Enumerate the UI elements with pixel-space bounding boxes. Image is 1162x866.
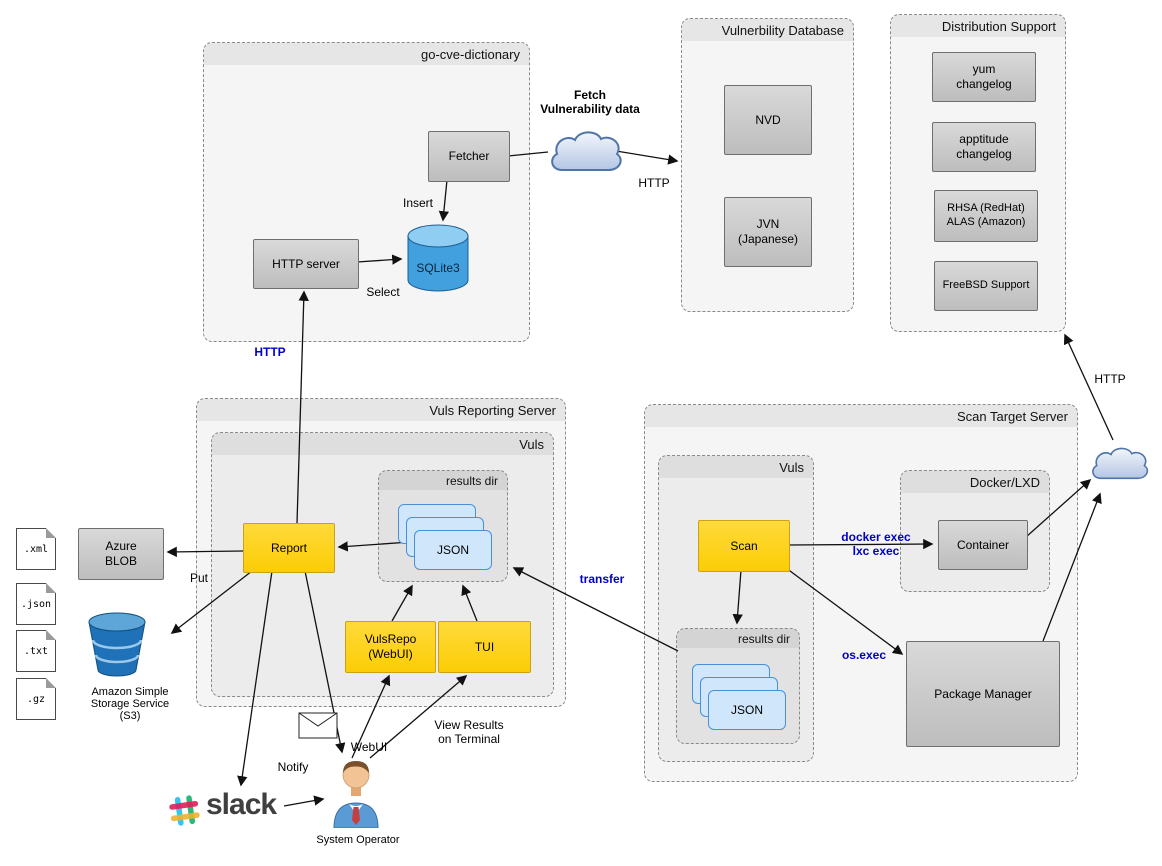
system-operator-caption: System Operator — [316, 834, 400, 846]
label-fetch-vulnerability-data: Fetch Vulnerability data — [540, 88, 640, 117]
vulnerability-database-header: Vulnerbility Database — [682, 19, 853, 41]
vulnerability-database-title: Vulnerbility Database — [721, 22, 844, 38]
json-card-front: JSON — [414, 530, 492, 570]
azure-blob-node: Azure BLOB — [78, 528, 164, 580]
apptitude-changelog-node: apptitude changelog — [932, 122, 1036, 172]
file-icon-gz: .gz — [16, 678, 56, 720]
vuls-report-inner-title: Vuls — [519, 436, 544, 452]
jvn-node: JVN (Japanese) — [724, 197, 812, 267]
yum-changelog-node: yum changelog — [932, 52, 1036, 102]
vulnerability-database-container: Vulnerbility Database — [681, 18, 854, 312]
s3-caption: Amazon Simple Storage Service (S3) — [90, 686, 170, 722]
vuls-report-inner-header: Vuls — [212, 433, 553, 455]
sqlite3-database-icon: SQLite3 — [407, 224, 469, 292]
docker-lxd-header: Docker/LXD — [901, 471, 1049, 493]
label-insert: Insert — [402, 196, 433, 210]
results-dir-scan-header: results dir — [677, 629, 799, 648]
results-dir-scan-title: results dir — [737, 631, 790, 646]
vuls-scan-inner-header: Vuls — [659, 456, 813, 478]
vuls-scan-inner-title: Vuls — [779, 459, 804, 475]
tui-node: TUI — [438, 621, 531, 673]
internet-cloud-icon — [551, 131, 622, 171]
label-notify: Notify — [277, 760, 309, 774]
results-dir-report-title: results dir — [445, 473, 498, 488]
distribution-support-header: Distribution Support — [891, 15, 1065, 37]
file-icon-txt: .txt — [16, 630, 56, 672]
container-node: Container — [938, 520, 1028, 570]
scan-target-server-title: Scan Target Server — [956, 408, 1068, 424]
label-select: Select — [366, 285, 400, 299]
results-dir-report-header: results dir — [379, 471, 507, 490]
label-os-exec: os.exec — [841, 648, 887, 662]
go-cve-dictionary-title: go-cve-dictionary — [421, 46, 520, 62]
label-docker-exec: docker exec lxc exec — [841, 530, 911, 559]
distribution-support-title: Distribution Support — [941, 18, 1056, 34]
rhsa-alas-node: RHSA (RedHat) ALAS (Amazon) — [934, 190, 1038, 242]
s3-bucket-icon — [88, 612, 146, 677]
slack-hash-icon — [169, 795, 200, 826]
json-card-front: JSON — [708, 690, 786, 730]
label-view-results: View Results on Terminal — [434, 718, 504, 747]
arrow-cloud-to-vulndb — [615, 150, 679, 165]
package-manager-node: Package Manager — [906, 641, 1060, 747]
fetcher-node: Fetcher — [428, 131, 510, 182]
json-stack-scan: JSON — [692, 664, 792, 732]
internet-cloud-icon — [1092, 447, 1149, 480]
file-icon-json: .json — [16, 583, 56, 625]
arrow-slack-to-operator — [283, 795, 325, 807]
docker-lxd-title: Docker/LXD — [969, 474, 1040, 490]
go-cve-dictionary-container: go-cve-dictionary — [203, 42, 530, 342]
json-stack-report: JSON — [398, 504, 498, 572]
slack-wordmark: slack — [206, 788, 277, 821]
scan-node: Scan — [698, 520, 790, 572]
freebsd-support-node: FreeBSD Support — [934, 261, 1038, 311]
scan-target-server-header: Scan Target Server — [645, 405, 1077, 427]
label-http-report: HTTP — [254, 345, 286, 359]
label-webui: WebUI — [350, 740, 388, 754]
sqlite3-label: SQLite3 — [416, 261, 460, 275]
label-put: Put — [189, 571, 208, 585]
envelope-icon — [298, 712, 338, 739]
vulsrepo-node: VulsRepo (WebUI) — [345, 621, 436, 673]
label-transfer: transfer — [579, 572, 625, 586]
http-server-node: HTTP server — [253, 239, 359, 289]
vuls-reporting-server-header: Vuls Reporting Server — [197, 399, 565, 421]
report-node: Report — [243, 523, 335, 573]
label-http-dist: HTTP — [1094, 372, 1126, 386]
nvd-node: NVD — [724, 85, 812, 155]
go-cve-dictionary-header: go-cve-dictionary — [204, 43, 529, 65]
vuls-reporting-server-title: Vuls Reporting Server — [429, 402, 556, 418]
file-icon-xml: .xml — [16, 528, 56, 570]
system-operator-icon — [333, 761, 379, 828]
label-http-fetch: HTTP — [638, 176, 670, 190]
